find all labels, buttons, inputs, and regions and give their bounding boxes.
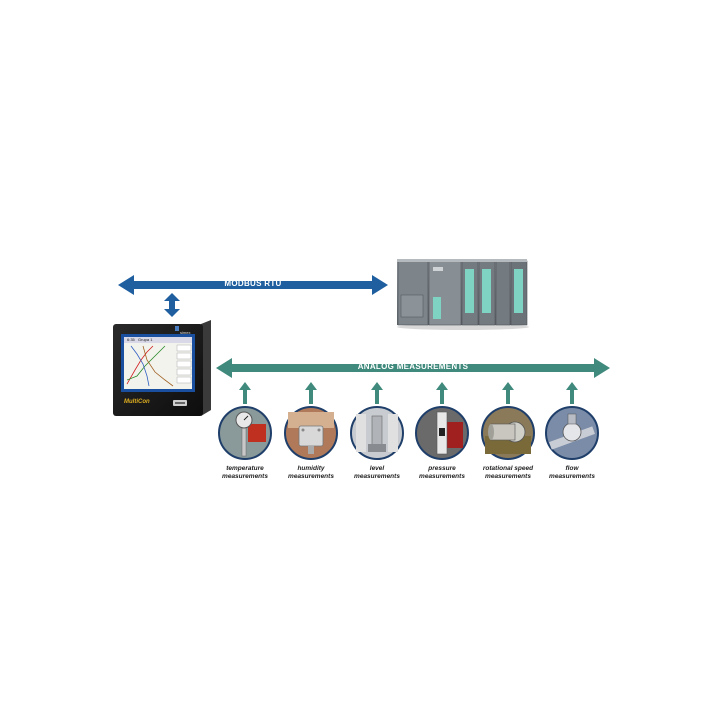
sensor-caption-line1: flow xyxy=(565,465,579,472)
sensor-pressure: pressure measurements xyxy=(412,382,472,481)
sensor-temperature: temperature measurements xyxy=(215,382,275,481)
rotational-speed-sensor-icon xyxy=(481,406,535,460)
temperature-sensor-icon xyxy=(218,406,272,460)
level-sensor-icon xyxy=(350,406,404,460)
analog-measurements-arrow xyxy=(216,358,610,378)
device-screen-group: Grupa 1 xyxy=(138,337,153,342)
sensor-caption-line1: rotational speed xyxy=(482,465,534,472)
sensor-caption: pressure measurements xyxy=(402,465,482,481)
sensor-caption: humidity measurements xyxy=(271,465,351,481)
sensor-flow: flow measurements xyxy=(542,382,602,481)
sensor-caption: level measurements xyxy=(337,465,417,481)
up-arrow-icon xyxy=(371,382,383,404)
sensor-caption-line2: measurements xyxy=(549,473,595,480)
multicon-device-image xyxy=(113,320,211,416)
up-arrow-icon xyxy=(305,382,317,404)
humidity-sensor-icon xyxy=(284,406,338,460)
plc-controller-image xyxy=(397,259,529,330)
analog-measurements-label: ANALOG MEASUREMENTS xyxy=(357,362,469,371)
up-arrow-icon xyxy=(566,382,578,404)
up-arrow-icon xyxy=(239,382,251,404)
sensor-caption-line2: measurements xyxy=(419,473,465,480)
modbus-rtu-label: MODBUS RTU xyxy=(224,279,282,288)
modbus-rtu-arrow xyxy=(118,275,388,295)
up-arrow-icon xyxy=(502,382,514,404)
sensor-caption-line1: temperature xyxy=(226,465,264,472)
sensor-level: level measurements xyxy=(347,382,407,481)
up-arrow-icon xyxy=(436,382,448,404)
sensor-caption: flow measurements xyxy=(532,465,612,481)
device-modbus-link-arrow xyxy=(164,293,180,317)
sensor-caption-line2: measurements xyxy=(288,473,334,480)
sensor-caption: temperature measurements xyxy=(205,465,285,481)
flow-sensor-icon xyxy=(545,406,599,460)
sensor-caption-line2: measurements xyxy=(222,473,268,480)
device-screen-time: 6:35 xyxy=(127,337,135,342)
pressure-sensor-icon xyxy=(415,406,469,460)
sensor-caption: rotational speed measurements xyxy=(468,465,548,481)
device-logo: simex xyxy=(180,330,191,335)
sensor-caption-line2: measurements xyxy=(354,473,400,480)
sensor-caption-line1: humidity xyxy=(297,465,325,472)
sensor-caption-line1: level xyxy=(369,465,385,472)
sensor-humidity: humidity measurements xyxy=(281,382,341,481)
device-brand: MultiCon xyxy=(124,399,150,405)
sensor-caption-line2: measurements xyxy=(485,473,531,480)
sensor-rotational-speed: rotational speed measurements xyxy=(478,382,538,481)
sensor-caption-line1: pressure xyxy=(428,465,456,472)
